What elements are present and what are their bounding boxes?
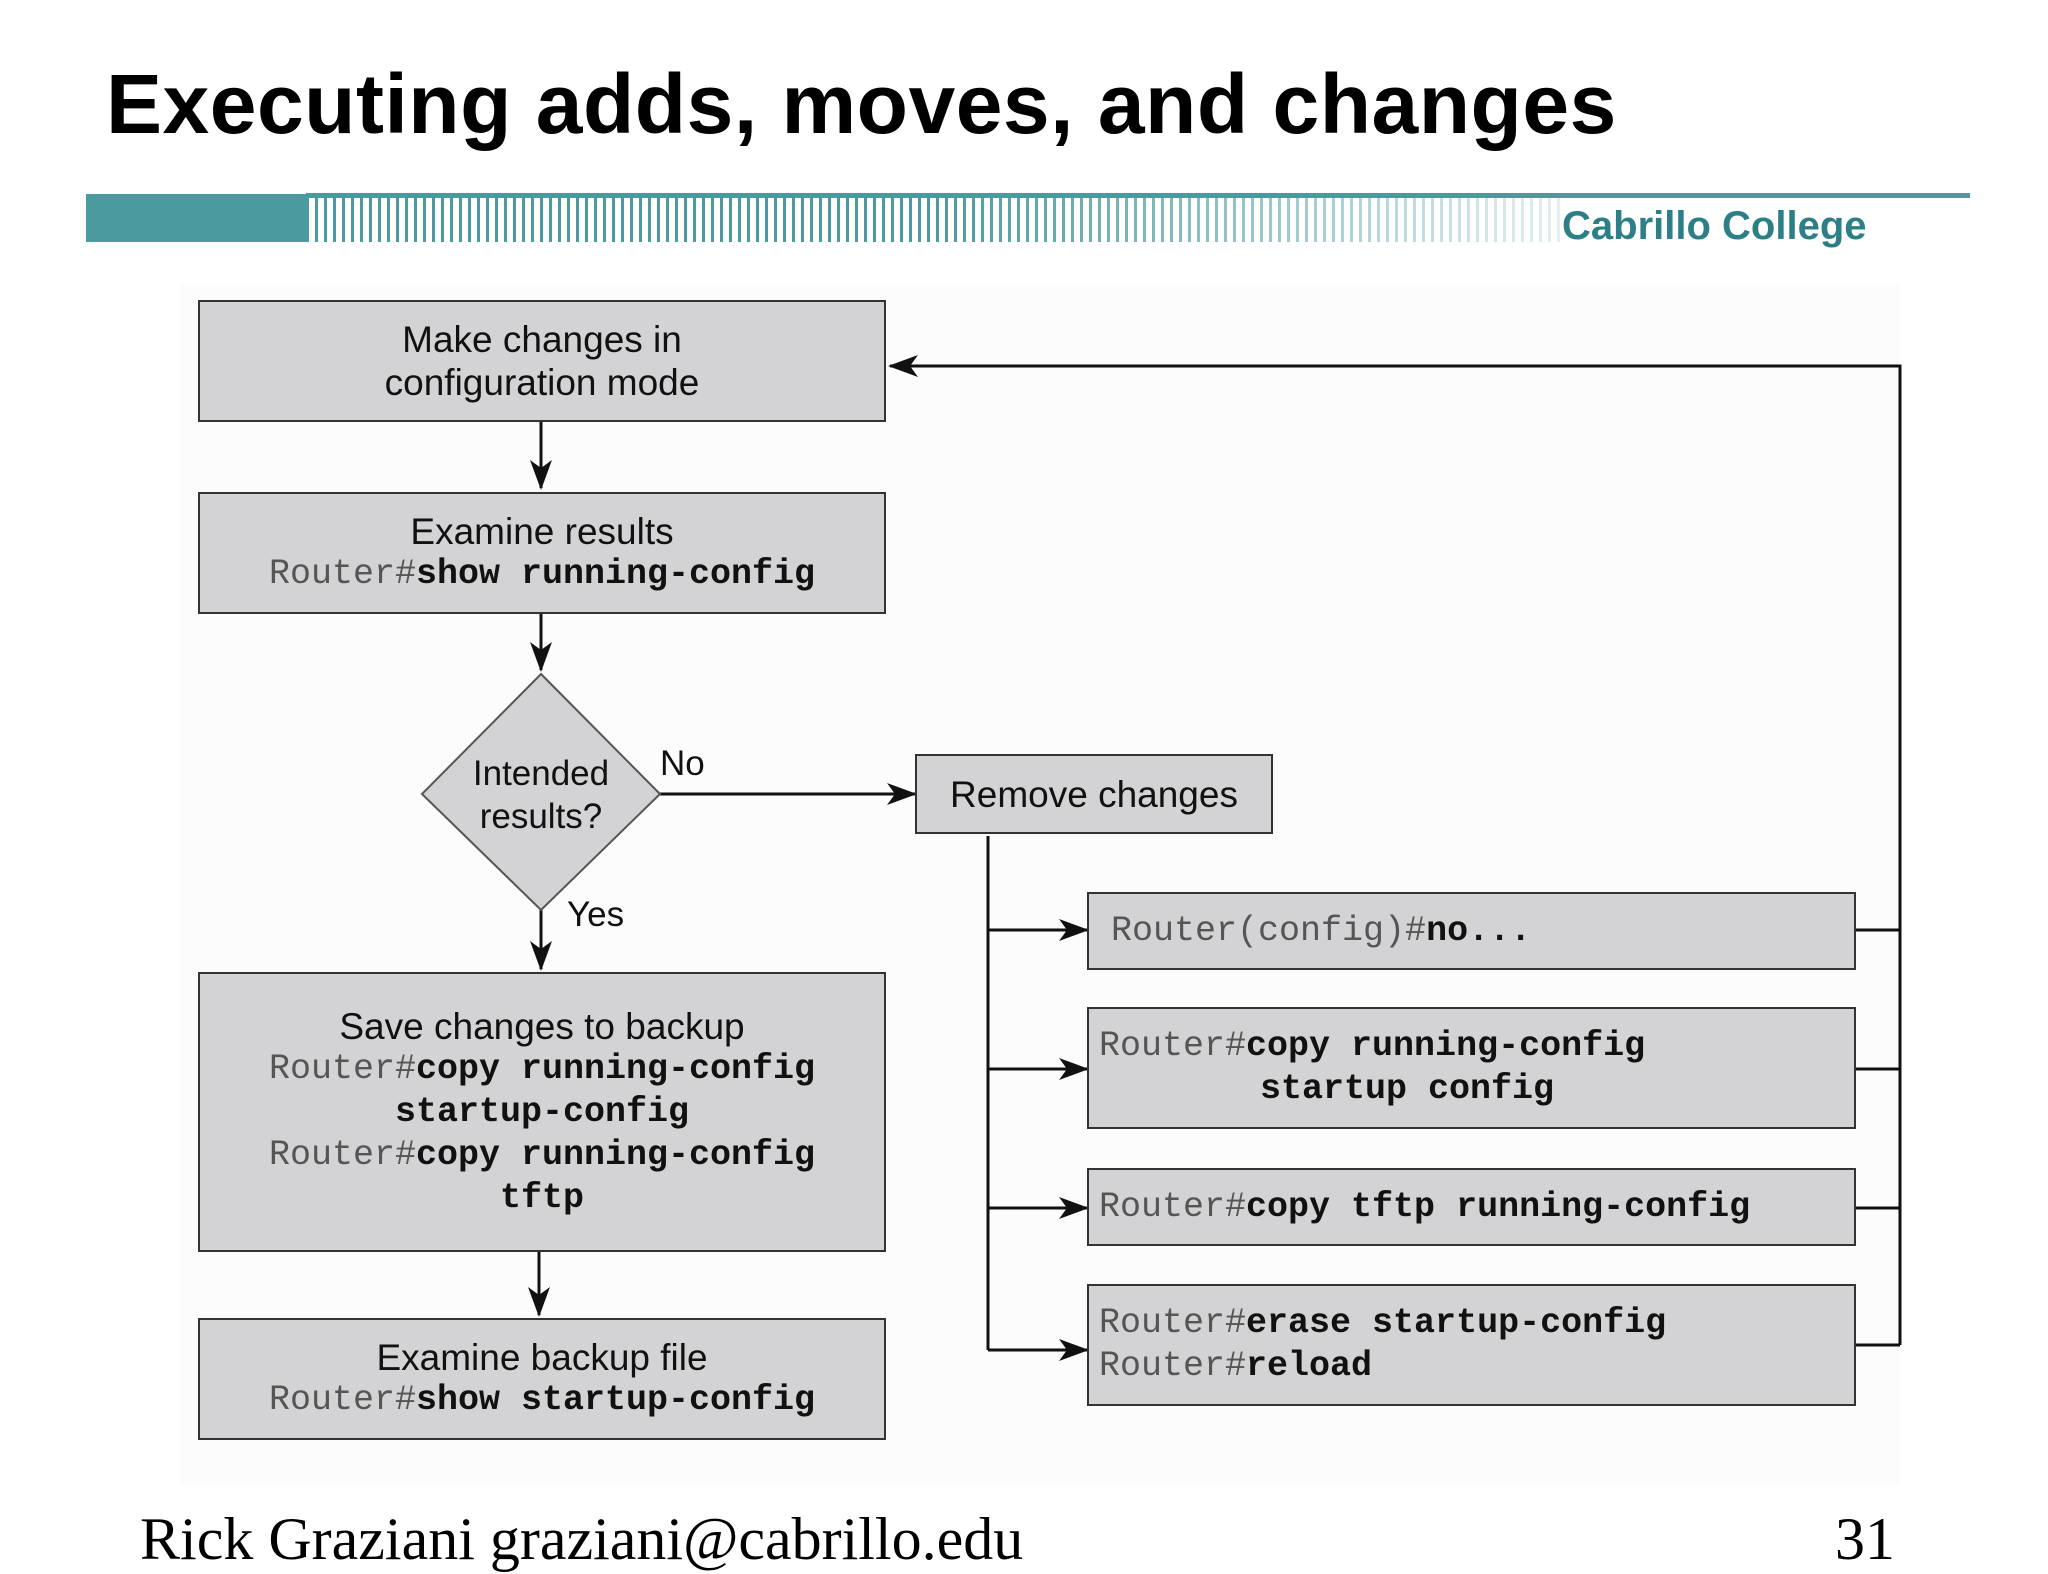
examine-backup-box: Examine backup file Router#show startup-… (198, 1318, 886, 1440)
prompt: Router(config)# (1111, 910, 1427, 951)
erase-command: Router#erase startup-config (1099, 1302, 1666, 1345)
brand-logo-text: Cabrillo College (1562, 204, 1867, 248)
banner-stripes (306, 198, 1566, 242)
no-command: Router(config)#no... (1111, 910, 1531, 953)
save-backup-label: Save changes to backup (339, 1005, 745, 1047)
command: show startup-config (415, 1380, 816, 1420)
slide-title: Executing adds, moves, and changes (106, 57, 1617, 151)
copy-tftp-box: Router#copy tftp running-config (1087, 1168, 1856, 1246)
command: copy tftp running-config (1246, 1186, 1751, 1227)
banner-bar (86, 194, 306, 242)
prompt: Router# (1099, 1303, 1247, 1343)
examine-backup-command: Router#show startup-config (269, 1379, 815, 1422)
command: show running-config (415, 554, 816, 594)
erase-reload-box: Router#erase startup-config Router#reloa… (1087, 1284, 1856, 1406)
remove-changes-label: Remove changes (950, 773, 1238, 815)
reload-command: Router#reload (1099, 1345, 1372, 1388)
command: reload (1246, 1346, 1373, 1386)
footer-page-number: 31 (1835, 1506, 1895, 1572)
copy-startup-box: Router#copy running-config startup confi… (1087, 1007, 1856, 1129)
command: copy running-config (415, 1134, 816, 1175)
save-backup-command2: Router#copy running-config (269, 1134, 815, 1177)
copy-tftp-command: Router#copy tftp running-config (1099, 1186, 1750, 1229)
prompt: Router# (1099, 1186, 1247, 1227)
prompt: Router# (268, 1134, 416, 1175)
no-command-box: Router(config)#no... (1087, 892, 1856, 970)
make-changes-line1: Make changes in (402, 319, 682, 360)
examine-results-command: Router#show running-config (269, 553, 815, 596)
copy-startup-command-cont: startup config (1099, 1068, 1554, 1111)
prompt: Router# (1099, 1346, 1247, 1386)
save-backup-command1-cont: startup-config (395, 1091, 689, 1134)
command-cont: tftp (499, 1177, 584, 1218)
return-trunk (888, 355, 1902, 1345)
examine-results-label: Examine results (410, 511, 674, 552)
make-changes-box: Make changes in configuration mode (198, 300, 886, 422)
remove-changes-box: Remove changes (915, 754, 1273, 834)
prompt: Router# (268, 1048, 416, 1089)
flow-connectors (420, 355, 1902, 1361)
command-cont: startup-config (394, 1091, 690, 1132)
command: copy running-config (1246, 1026, 1646, 1066)
prompt: Router# (268, 554, 416, 594)
examine-results-box: Examine results Router#show running-conf… (198, 492, 886, 614)
decision-text: Intended results? (463, 752, 619, 838)
save-backup-command2-cont: tftp (500, 1177, 584, 1220)
decision-line1: Intended (472, 754, 610, 793)
command: copy running-config (415, 1048, 816, 1089)
footer-author: Rick Graziani graziani@cabrillo.edu (140, 1506, 1024, 1572)
save-backup-box: Save changes to backup Router#copy runni… (198, 972, 886, 1252)
command: no... (1426, 910, 1532, 951)
command-cont: startup config (1260, 1069, 1555, 1109)
yes-label: Yes (567, 895, 625, 934)
save-backup-command1: Router#copy running-config (269, 1048, 815, 1091)
decision-diamond (420, 672, 662, 912)
no-label: No (660, 744, 705, 783)
prompt: Router# (268, 1380, 416, 1420)
banner-line (306, 193, 1970, 198)
prompt: Router# (1099, 1026, 1247, 1066)
examine-backup-label: Examine backup file (376, 1337, 708, 1378)
command: erase startup-config (1246, 1303, 1667, 1343)
make-changes-line2: configuration mode (384, 362, 700, 403)
decision-line2: results? (479, 797, 603, 836)
copy-startup-command: Router#copy running-config (1099, 1025, 1645, 1068)
